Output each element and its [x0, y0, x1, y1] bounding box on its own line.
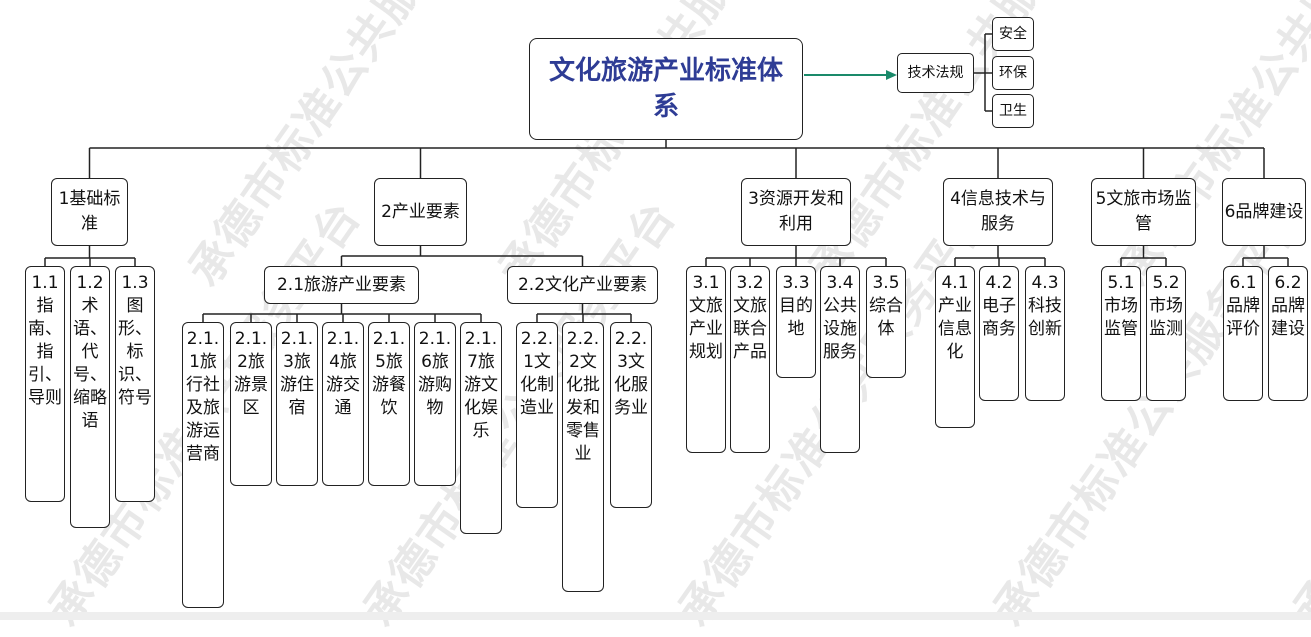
leaf-4-1-label: 4.1产业信息化	[938, 273, 972, 362]
leaf-4-3-label: 4.3科技创新	[1028, 273, 1062, 339]
leaf-2-1-6: 2.1.6旅游购物	[414, 322, 456, 486]
law-item-1: 安全	[992, 17, 1034, 51]
leaf-2-1-3-label: 2.1.3旅游住宿	[280, 329, 314, 418]
group-2-2: 2.2文化产业要素	[507, 266, 658, 304]
leaf-3-5-label: 3.5综合体	[869, 273, 903, 339]
leaf-3-4: 3.4公共设施服务	[820, 266, 860, 453]
law-item-3-label: 卫生	[999, 102, 1027, 119]
leaf-5-1: 5.1市场监管	[1101, 266, 1141, 401]
category-6: 6品牌建设	[1222, 178, 1306, 246]
org-chart: 承德市标准公共服务平台承德市标准公共服务平台承德市标准公共服务平台承德市标准公共…	[25, 0, 1311, 636]
category-2: 2产业要素	[374, 178, 467, 246]
leaf-1-2: 1.2术语、代号、缩略语	[70, 266, 110, 528]
group-2-1-label: 2.1旅游产业要素	[276, 274, 407, 295]
leaf-3-5: 3.5综合体	[866, 266, 906, 378]
leaf-2-1-4: 2.1.4旅游交通	[322, 322, 364, 486]
leaf-3-4-label: 3.4公共设施服务	[823, 273, 857, 362]
leaf-2-1-6-label: 2.1.6旅游购物	[418, 329, 452, 418]
leaf-2-1-4-label: 2.1.4旅游交通	[326, 329, 360, 418]
leaf-1-1: 1.1指南、指引、导则	[25, 266, 65, 502]
leaf-2-2-2-label: 2.2.2文化批发和零售业	[566, 329, 600, 464]
leaf-2-1-7: 2.1.7旅游文化娱乐	[460, 322, 502, 534]
category-4-label: 4信息技术与服务	[950, 189, 1046, 234]
leaf-1-1-label: 1.1指南、指引、导则	[28, 273, 62, 408]
category-4: 4信息技术与服务	[943, 178, 1053, 246]
leaf-2-2-1-label: 2.2.1文化制造业	[520, 329, 554, 418]
leaf-5-1-label: 5.1市场监管	[1104, 273, 1138, 339]
leaf-2-2-1: 2.2.1文化制造业	[516, 322, 558, 508]
leaf-3-3-label: 3.3目的地	[779, 273, 813, 339]
leaf-6-2: 6.2品牌建设	[1268, 266, 1308, 401]
leaf-1-2-label: 1.2术语、代号、缩略语	[73, 273, 107, 431]
category-3: 3资源开发和利用	[741, 178, 851, 246]
leaf-2-2-3-label: 2.2.3文化服务业	[614, 329, 648, 418]
leaf-6-2-label: 6.2品牌建设	[1271, 273, 1305, 339]
leaf-5-2-label: 5.2市场监测	[1149, 273, 1183, 339]
leaf-4-2: 4.2电子商务	[979, 266, 1019, 401]
leaf-2-1-1: 2.1.1旅行社及旅游运营商	[182, 322, 224, 608]
leaf-6-1-label: 6.1品牌评价	[1226, 273, 1260, 339]
leaf-2-2-2: 2.2.2文化批发和零售业	[562, 322, 604, 592]
leaf-3-2: 3.2文旅联合产品	[730, 266, 770, 453]
bottom-scroll-strip	[0, 612, 1311, 620]
leaf-4-3: 4.3科技创新	[1025, 266, 1065, 401]
category-1: 1基础标准	[51, 178, 128, 246]
leaf-3-1: 3.1文旅产业规划	[686, 266, 726, 453]
leaf-1-3: 1.3图形、标识、符号	[115, 266, 155, 502]
leaf-2-1-5: 2.1.5旅游餐饮	[368, 322, 410, 486]
leaf-4-1: 4.1产业信息化	[935, 266, 975, 428]
leaf-2-1-2-label: 2.1.2旅游景区	[234, 329, 268, 418]
category-3-label: 3资源开发和利用	[748, 189, 844, 234]
leaf-2-1-1-label: 2.1.1旅行社及旅游运营商	[186, 329, 220, 464]
group-2-1: 2.1旅游产业要素	[264, 266, 419, 304]
leaf-3-3: 3.3目的地	[776, 266, 816, 378]
connector-lines	[44, 33, 1289, 322]
category-5-label: 5文旅市场监管	[1095, 189, 1192, 234]
category-5: 5文旅市场监管	[1091, 178, 1196, 246]
leaf-3-1-label: 3.1文旅产业规划	[689, 273, 723, 362]
leaf-2-1-2: 2.1.2旅游景区	[230, 322, 272, 486]
law-node: 技术法规	[897, 53, 974, 93]
category-2-label: 2产业要素	[381, 201, 460, 222]
leaf-1-3-label: 1.3图形、标识、符号	[118, 273, 152, 408]
law-item-1-label: 安全	[999, 25, 1027, 42]
law-item-2: 环保	[992, 56, 1034, 90]
leaf-2-1-5-label: 2.1.5旅游餐饮	[372, 329, 406, 418]
root-node: 文化旅游产业标准体系	[529, 38, 803, 140]
group-2-2-label: 2.2文化产业要素	[517, 274, 648, 295]
leaf-5-2: 5.2市场监测	[1146, 266, 1186, 401]
category-6-label: 6品牌建设	[1224, 201, 1304, 222]
leaf-2-1-3: 2.1.3旅游住宿	[276, 322, 318, 486]
leaf-4-2-label: 4.2电子商务	[982, 273, 1016, 339]
leaf-6-1: 6.1品牌评价	[1223, 266, 1263, 401]
root-node-label: 文化旅游产业标准体系	[548, 55, 783, 122]
law-item-3: 卫生	[992, 94, 1034, 128]
law-item-2-label: 环保	[999, 64, 1027, 81]
leaf-2-2-3: 2.2.3文化服务业	[610, 322, 652, 508]
arrow-head	[886, 70, 897, 80]
leaf-2-1-7-label: 2.1.7旅游文化娱乐	[464, 329, 498, 441]
leaf-3-2-label: 3.2文旅联合产品	[733, 273, 767, 362]
category-1-label: 1基础标准	[58, 189, 121, 234]
law-node-label: 技术法规	[907, 64, 964, 81]
